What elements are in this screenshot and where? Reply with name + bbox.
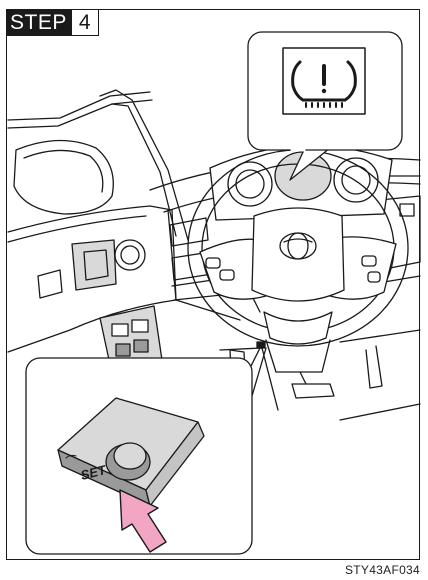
tire-pressure-warning-icon [283,48,365,114]
step-badge: STEP 4 [6,9,99,36]
step-number: 4 [72,9,99,36]
side-mirror [14,140,113,214]
figure-code: STY43AF034 [345,563,420,577]
step-label: STEP [6,9,72,36]
